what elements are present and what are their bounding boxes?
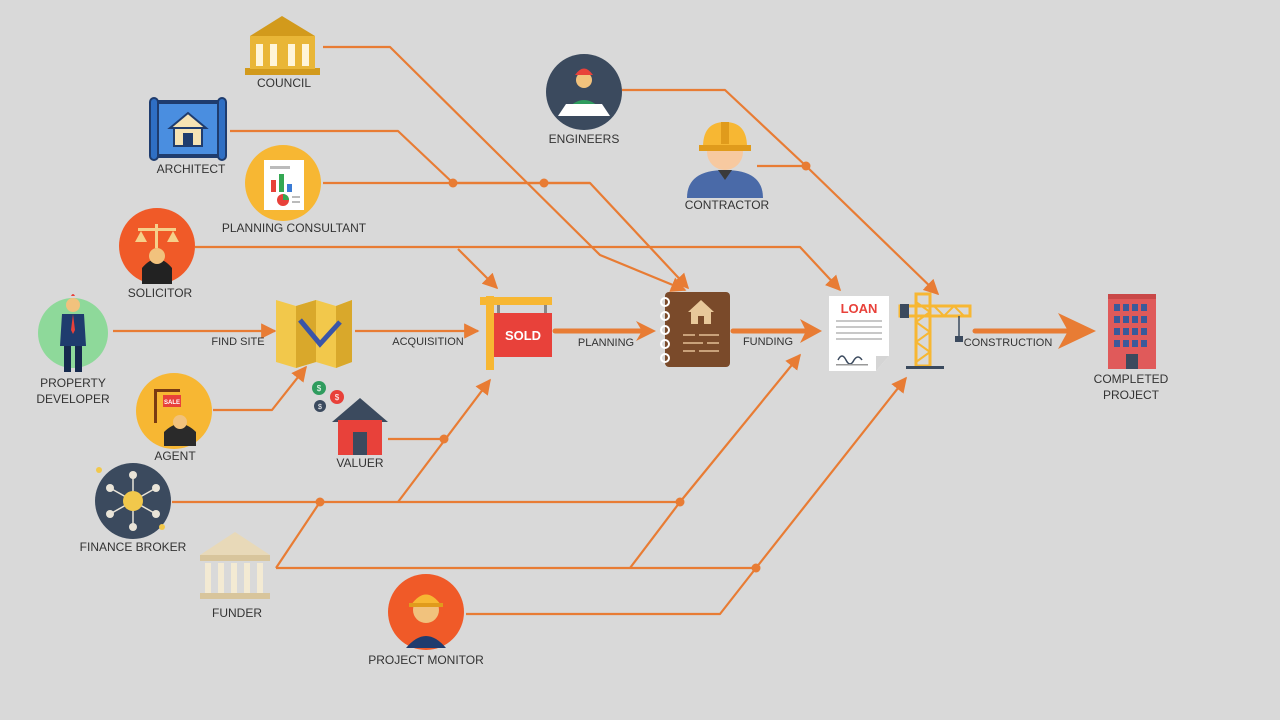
svg-text:$: $ — [335, 393, 340, 402]
label-funder: FUNDER — [212, 606, 262, 620]
businessman-icon — [38, 294, 108, 372]
line-funder-up — [275, 501, 321, 569]
junction-dots — [315, 161, 811, 573]
sold-sign-icon: SOLD — [480, 296, 552, 370]
label-engineers: ENGINEERS — [548, 132, 620, 146]
sold-text: SOLD — [505, 328, 541, 343]
contractor-hardhat-icon — [687, 122, 763, 198]
line-solicitor — [195, 245, 842, 292]
step-acquisition: ACQUISITION — [392, 336, 464, 348]
line-funder-loan — [629, 501, 681, 569]
line-agent — [213, 365, 307, 412]
line-broker-loan — [679, 353, 801, 503]
lawyer-scales-icon — [119, 208, 195, 284]
svg-text:$: $ — [318, 404, 322, 411]
crane-icon — [898, 292, 972, 369]
line-funder-crane — [755, 376, 907, 569]
hardhat-monitor-icon — [388, 574, 464, 650]
network-broker-icon — [95, 463, 171, 539]
agent-sale-text: SALE — [164, 400, 180, 406]
label-property-developer: PROPERTY DEVELOPER — [36, 376, 110, 406]
government-building-icon — [245, 16, 320, 75]
main-flow-heads — [636, 313, 1096, 349]
label-solicitor: SOLICITOR — [127, 286, 193, 300]
folded-map-icon — [276, 300, 352, 368]
svg-text:$: $ — [317, 384, 322, 393]
line-project-monitor — [466, 567, 757, 616]
step-construction: CONSTRUCTION — [963, 337, 1053, 349]
step-planning: PLANNING — [577, 337, 635, 349]
report-chart-icon — [245, 145, 321, 221]
label-architect: ARCHITECT — [156, 162, 226, 176]
line-engineers — [622, 88, 940, 296]
label-project-monitor: PROJECT MONITOR — [368, 653, 484, 667]
house-money-icon: $ $ $ — [312, 381, 388, 455]
label-valuer: VALUER — [336, 456, 384, 470]
label-contractor: CONTRACTOR — [684, 198, 770, 212]
sale-agent-icon: SALE — [136, 373, 212, 449]
line-council — [323, 45, 687, 292]
bank-building-icon — [200, 532, 270, 599]
apartment-building-icon — [1108, 294, 1156, 369]
label-finance-broker: FINANCE BROKER — [79, 540, 187, 554]
label-planning-consultant: PLANNING CONSULTANT — [221, 221, 367, 235]
blueprint-house-icon — [149, 97, 227, 161]
label-completed-project: COMPLETED PROJECT — [1093, 372, 1169, 402]
notebook-plans-icon — [660, 292, 730, 367]
loan-document-icon: LOAN — [829, 296, 889, 371]
step-funding: FUNDING — [742, 336, 794, 348]
label-agent: AGENT — [154, 449, 196, 463]
label-council: COUNCIL — [256, 76, 311, 90]
loan-text: LOAN — [841, 301, 878, 316]
line-planning-consultant-sold — [457, 248, 499, 290]
step-find-site: FIND SITE — [211, 336, 265, 348]
engineer-icon — [546, 54, 622, 130]
